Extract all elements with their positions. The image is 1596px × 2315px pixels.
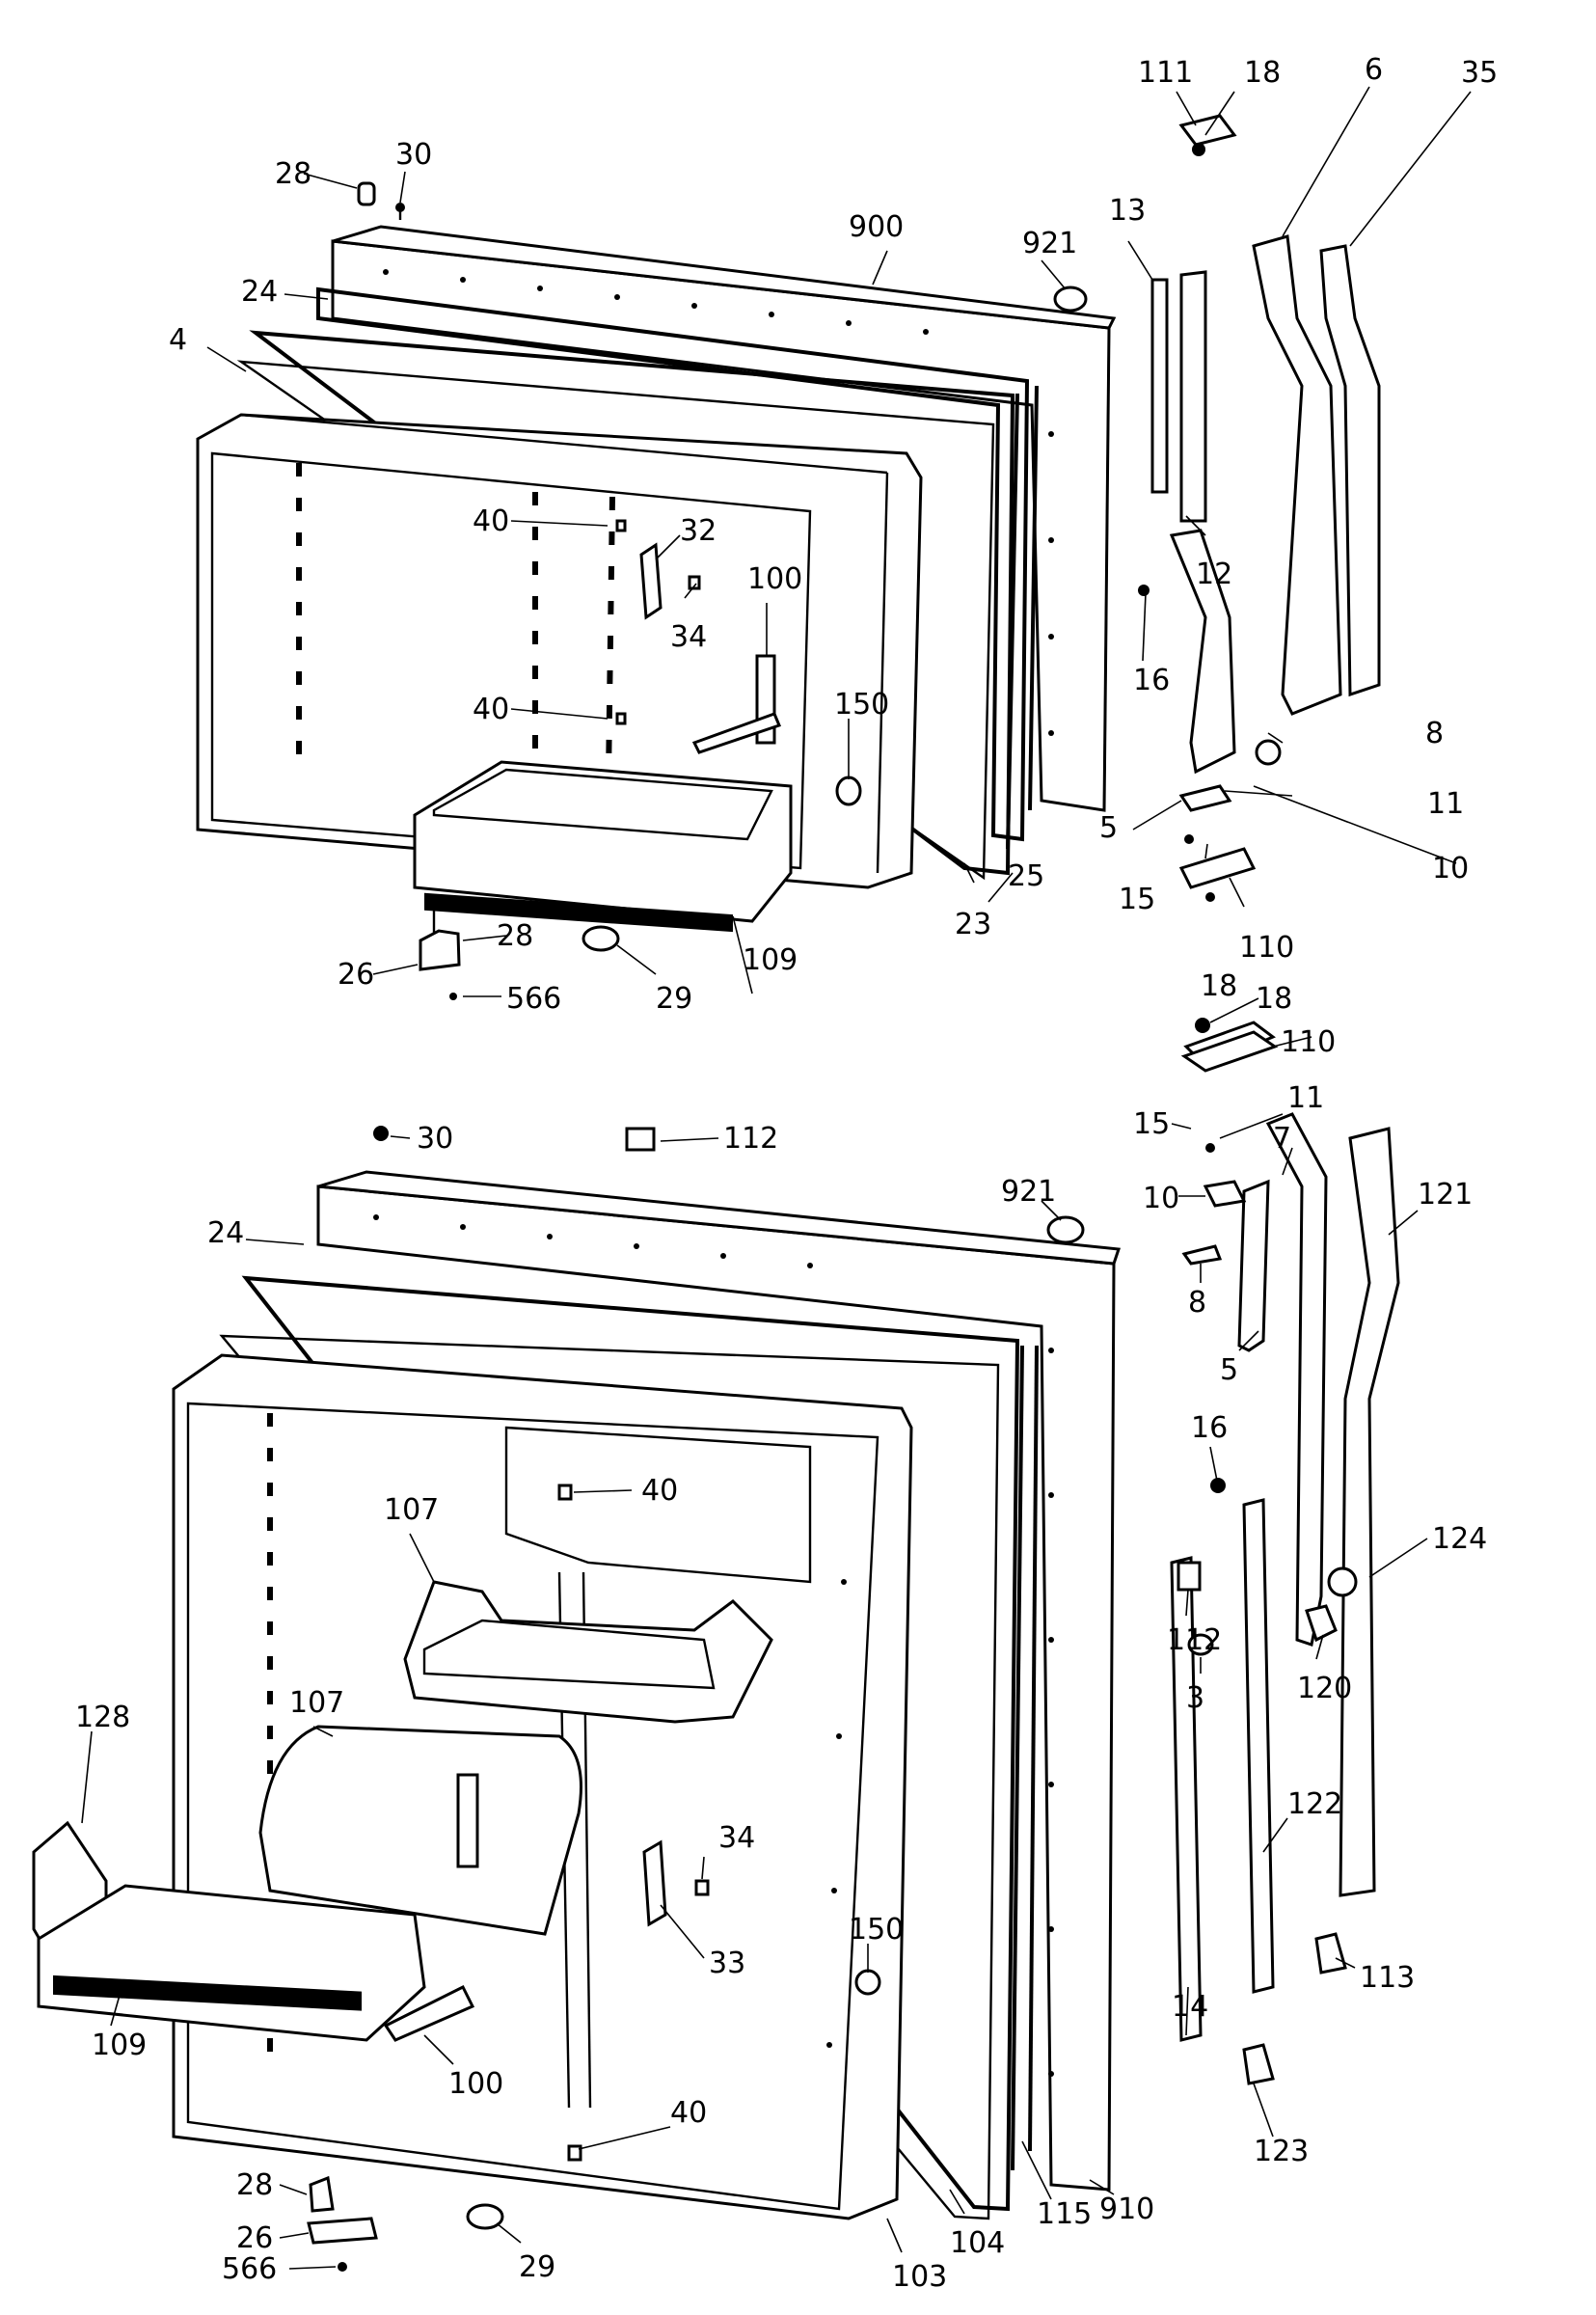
label-111: 111	[1138, 56, 1193, 90]
label-100: 100	[448, 2067, 503, 2101]
upper-shelf-bracket	[691, 654, 782, 754]
label-33: 33	[709, 1947, 745, 1980]
label-18: 18	[1244, 56, 1281, 90]
label-18: 18	[1256, 982, 1292, 1016]
label-110: 110	[1281, 1025, 1336, 1059]
label-11: 11	[1427, 787, 1464, 821]
label-29: 29	[656, 982, 692, 1016]
label-5: 5	[1099, 811, 1118, 845]
label-112: 112	[723, 1122, 778, 1156]
label-30: 30	[417, 1122, 453, 1156]
upper-door-liner	[196, 413, 923, 889]
label-109: 109	[743, 943, 798, 977]
lower-door-assembly	[32, 1030, 1400, 2272]
upper-callout-labels: 111 18 6 35 28 30 13 900 921 24 4 40 32 …	[169, 53, 1498, 1016]
lower-outer-door-panel	[316, 1170, 1122, 2192]
label-26: 26	[338, 958, 374, 992]
label-121: 121	[1418, 1178, 1473, 1212]
label-29: 29	[519, 2250, 555, 2284]
label-28: 28	[275, 157, 311, 191]
label-5: 5	[1220, 1353, 1238, 1387]
label-35: 35	[1461, 56, 1498, 90]
label-150: 150	[834, 688, 889, 722]
label-12: 12	[1196, 558, 1232, 591]
label-113: 113	[1360, 1961, 1415, 1995]
label-6: 6	[1365, 53, 1383, 87]
label-3: 3	[1186, 1681, 1204, 1715]
label-124: 124	[1432, 1522, 1487, 1556]
label-13: 13	[1109, 194, 1146, 228]
label-8: 8	[1425, 717, 1444, 750]
label-110: 110	[1239, 931, 1294, 965]
lower-hinge-handle-parts	[1170, 1030, 1400, 2085]
label-16: 16	[1133, 664, 1170, 697]
label-107: 107	[289, 1686, 344, 1720]
label-8: 8	[1188, 1286, 1206, 1320]
label-122: 122	[1287, 1787, 1342, 1821]
label-23: 23	[955, 908, 991, 941]
label-34: 34	[718, 1821, 755, 1855]
label-921: 921	[1022, 227, 1077, 260]
label-30: 30	[395, 138, 432, 172]
label-14: 14	[1172, 1990, 1208, 2024]
label-150: 150	[849, 1913, 904, 1947]
label-921: 921	[1001, 1175, 1056, 1209]
label-120: 120	[1297, 1672, 1352, 1705]
label-15: 15	[1133, 1107, 1170, 1141]
label-40: 40	[473, 504, 509, 538]
label-40: 40	[641, 1474, 678, 1508]
label-18: 18	[1201, 969, 1237, 1003]
label-103: 103	[892, 2260, 947, 2294]
label-10: 10	[1143, 1182, 1179, 1215]
label-566: 566	[222, 2252, 277, 2286]
label-16: 16	[1191, 1411, 1228, 1445]
label-128: 128	[75, 1701, 130, 1734]
label-24: 24	[241, 275, 278, 309]
label-115: 115	[1037, 2197, 1092, 2231]
label-25: 25	[1008, 859, 1044, 893]
upper-hardware	[357, 181, 1088, 1000]
label-11: 11	[1287, 1081, 1324, 1115]
label-15: 15	[1119, 883, 1155, 916]
label-34: 34	[670, 620, 707, 654]
leader-lines	[81, 86, 1472, 2270]
lower-door-shelves	[32, 1580, 773, 2042]
lower-hardware	[307, 1126, 1085, 2272]
label-24: 24	[207, 1216, 244, 1250]
label-100: 100	[747, 562, 802, 596]
label-107: 107	[384, 1493, 439, 1527]
label-566: 566	[506, 982, 561, 1016]
label-28: 28	[497, 919, 533, 953]
label-104: 104	[950, 2226, 1005, 2260]
label-40: 40	[473, 693, 509, 726]
label-900: 900	[849, 210, 904, 244]
label-109: 109	[92, 2029, 147, 2062]
label-123: 123	[1254, 2135, 1309, 2168]
label-32: 32	[680, 514, 717, 548]
label-910: 910	[1099, 2192, 1154, 2226]
label-10: 10	[1432, 852, 1469, 885]
label-4: 4	[169, 323, 187, 357]
label-40: 40	[670, 2096, 707, 2130]
lower-callout-labels: 18 110 30 112 15 11 7 921 121 24 10 8 5 …	[75, 982, 1487, 2294]
label-28: 28	[236, 2168, 273, 2202]
label-26: 26	[236, 2221, 273, 2255]
label-7: 7	[1273, 1122, 1291, 1156]
upper-storage-bin	[413, 760, 793, 933]
label-112: 112	[1167, 1623, 1222, 1657]
